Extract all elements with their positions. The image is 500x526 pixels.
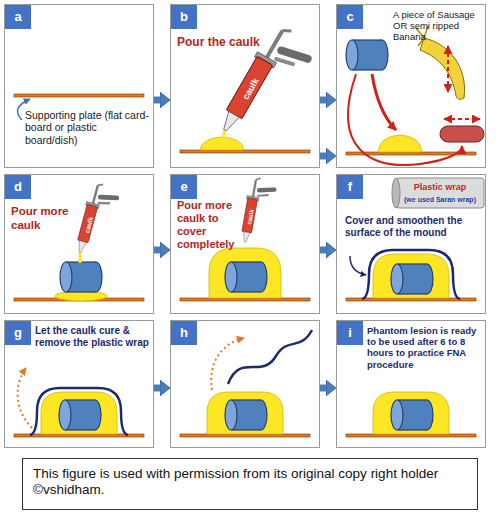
plastic-wrap bbox=[30, 388, 128, 435]
lesion-cylinder bbox=[225, 400, 267, 430]
step-letter: f bbox=[337, 175, 363, 199]
step-panel: c A piece of Sausage OR semi ripped Banan… bbox=[336, 4, 486, 168]
placement-arrow bbox=[372, 74, 396, 130]
connector-group bbox=[154, 100, 336, 388]
supporting-plate bbox=[14, 94, 144, 97]
step-panel: f Plastic wrap (we used Saran wrap) Cover a… bbox=[336, 174, 486, 314]
caulk-drip bbox=[79, 252, 82, 263]
step-letter: a bbox=[5, 5, 31, 29]
step-letter: c bbox=[337, 5, 363, 29]
wrap-roll bbox=[396, 178, 484, 208]
step-panel: h bbox=[170, 320, 320, 448]
step-panel: iPhantom lesion is ready to be used afte… bbox=[336, 320, 486, 448]
caulk-mound bbox=[373, 392, 449, 434]
lesion-cylinder bbox=[391, 264, 433, 294]
step-letter: h bbox=[171, 321, 197, 345]
flow-arrow bbox=[320, 247, 336, 254]
removal-arrow bbox=[18, 368, 32, 428]
step-letter: e bbox=[171, 175, 197, 199]
roll-label: (we used Saran wrap) bbox=[404, 196, 476, 204]
step-panel: ePour more caulk to cover completelycaul… bbox=[170, 174, 320, 314]
step-instruction: Phantom lesion is ready to be used after… bbox=[367, 325, 483, 370]
lesion-cylinder bbox=[59, 400, 101, 430]
caption-text: This figure is used with permission from… bbox=[33, 466, 467, 498]
caulk-mound bbox=[378, 135, 422, 152]
caulk-drip bbox=[223, 130, 225, 139]
flow-arrow bbox=[154, 97, 170, 104]
step-panel: aSupporting plate (flat card-board or pl… bbox=[4, 4, 154, 168]
banana bbox=[420, 38, 465, 99]
tube-label: caulk bbox=[246, 208, 256, 224]
flow-arrow bbox=[320, 385, 336, 392]
step-instruction: Pour the caulk bbox=[177, 35, 287, 49]
step-letter: d bbox=[5, 175, 31, 199]
plastic-wrap bbox=[228, 330, 312, 384]
supporting-plate bbox=[346, 434, 476, 437]
size-arrow bbox=[447, 46, 449, 92]
caulk-mound bbox=[373, 254, 449, 298]
step-instruction: Cover and smoothen the surface of the mo… bbox=[345, 215, 483, 239]
step-note: A piece of Sausage OR semi ripped Banana bbox=[393, 9, 485, 43]
step-letter: b bbox=[171, 5, 197, 29]
sausage bbox=[440, 126, 484, 142]
caulk-gun bbox=[239, 176, 276, 245]
supporting-plate bbox=[180, 298, 310, 301]
size-arrow bbox=[444, 118, 480, 120]
step-letter: g bbox=[5, 321, 31, 345]
caulk-mound bbox=[209, 248, 281, 298]
caulk-mound bbox=[41, 392, 117, 434]
step-instruction: Pour more caulk to cover completely bbox=[177, 199, 243, 251]
removal-arrow bbox=[211, 338, 244, 390]
flow-arrow bbox=[154, 385, 170, 392]
supporting-plate bbox=[180, 434, 310, 437]
plastic-wrap bbox=[362, 250, 460, 299]
flow-arrow bbox=[154, 247, 170, 254]
flow-arrow bbox=[320, 97, 336, 104]
lesion-cylinder bbox=[60, 262, 102, 292]
step-panel: bPour the caulk caulk bbox=[170, 4, 320, 168]
caulk-mound bbox=[207, 392, 283, 434]
lesion-cylinder bbox=[346, 40, 388, 70]
lesion-cylinder bbox=[391, 400, 433, 430]
step-panel: gLet the caulk cure & remove the plastic… bbox=[4, 320, 154, 448]
roll-label: Plastic wrap bbox=[414, 182, 467, 193]
supporting-plate bbox=[180, 150, 310, 153]
tube-label: caulk bbox=[83, 216, 95, 234]
wrap-roll-end bbox=[392, 178, 400, 208]
caption-box: This figure is used with permission from… bbox=[22, 458, 478, 510]
caulk-gun bbox=[74, 181, 120, 257]
leader-arrow bbox=[350, 256, 366, 275]
step-letter: i bbox=[337, 321, 363, 345]
step-instruction: Pour more caulk bbox=[11, 205, 73, 232]
caulk-blob bbox=[200, 137, 244, 150]
tube-label: caulk bbox=[240, 76, 261, 101]
step-note: Supporting plate (flat card-board or pla… bbox=[25, 109, 151, 146]
flow-arrow bbox=[320, 153, 336, 160]
step-instruction: Let the caulk cure & remove the plastic … bbox=[35, 325, 151, 349]
step-panel: dPour more caulk caulk bbox=[4, 174, 154, 314]
lesion-cylinder bbox=[225, 262, 267, 292]
supporting-plate bbox=[346, 298, 476, 301]
